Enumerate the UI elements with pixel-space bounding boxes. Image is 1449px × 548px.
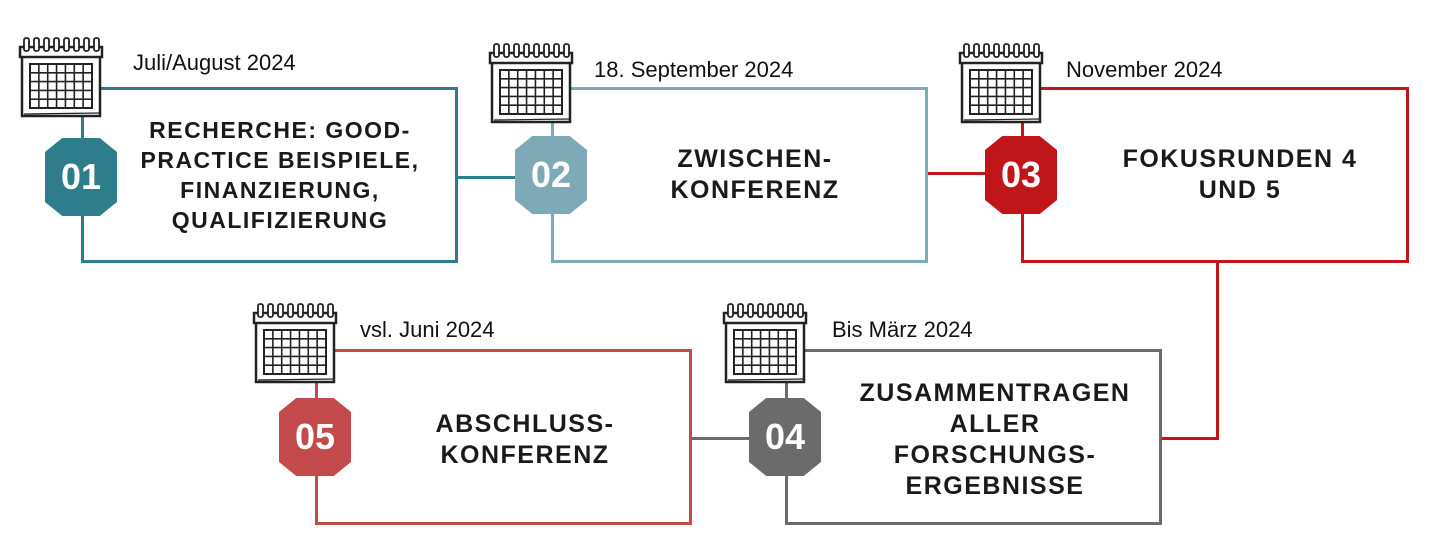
step-02-badge: 02 — [515, 136, 587, 214]
step-03-badge: 03 — [985, 136, 1057, 214]
connector-01-02 — [456, 176, 554, 179]
step-05-badge: 05 — [279, 398, 351, 476]
connector-02-03 — [926, 172, 988, 175]
step-05-title: ABSCHLUSS- KONFERENZ — [435, 410, 615, 469]
step-04-badge: 04 — [749, 398, 821, 476]
step-05-date: vsl. Juni 2024 — [360, 317, 495, 342]
step-04-date: Bis März 2024 — [832, 317, 973, 342]
step-02-title: ZWISCHEN- KONFERENZ — [670, 145, 840, 204]
step-03-title: FOKUSRUNDEN 4 UND 5 — [1122, 145, 1358, 204]
connector-03-04-horizontal — [1160, 437, 1219, 440]
step-01-date: Juli/August 2024 — [133, 50, 296, 75]
step-01-badge: 01 — [45, 138, 117, 216]
calendar-icon — [486, 42, 576, 126]
connector-03-04-vertical — [1216, 260, 1219, 440]
calendar-icon — [720, 302, 810, 386]
calendar-icon — [16, 36, 106, 120]
step-04-title: ZUSAMMENTRAGEN ALLER FORSCHUNGS- ERGEBNI… — [859, 379, 1131, 500]
calendar-icon — [250, 302, 340, 386]
step-01-title: RECHERCHE: GOOD- PRACTICE BEISPIELE, FIN… — [140, 117, 420, 233]
calendar-icon — [956, 42, 1046, 126]
step-03-date: November 2024 — [1066, 57, 1223, 82]
connector-04-05 — [690, 437, 754, 440]
step-02-date: 18. September 2024 — [594, 57, 794, 82]
